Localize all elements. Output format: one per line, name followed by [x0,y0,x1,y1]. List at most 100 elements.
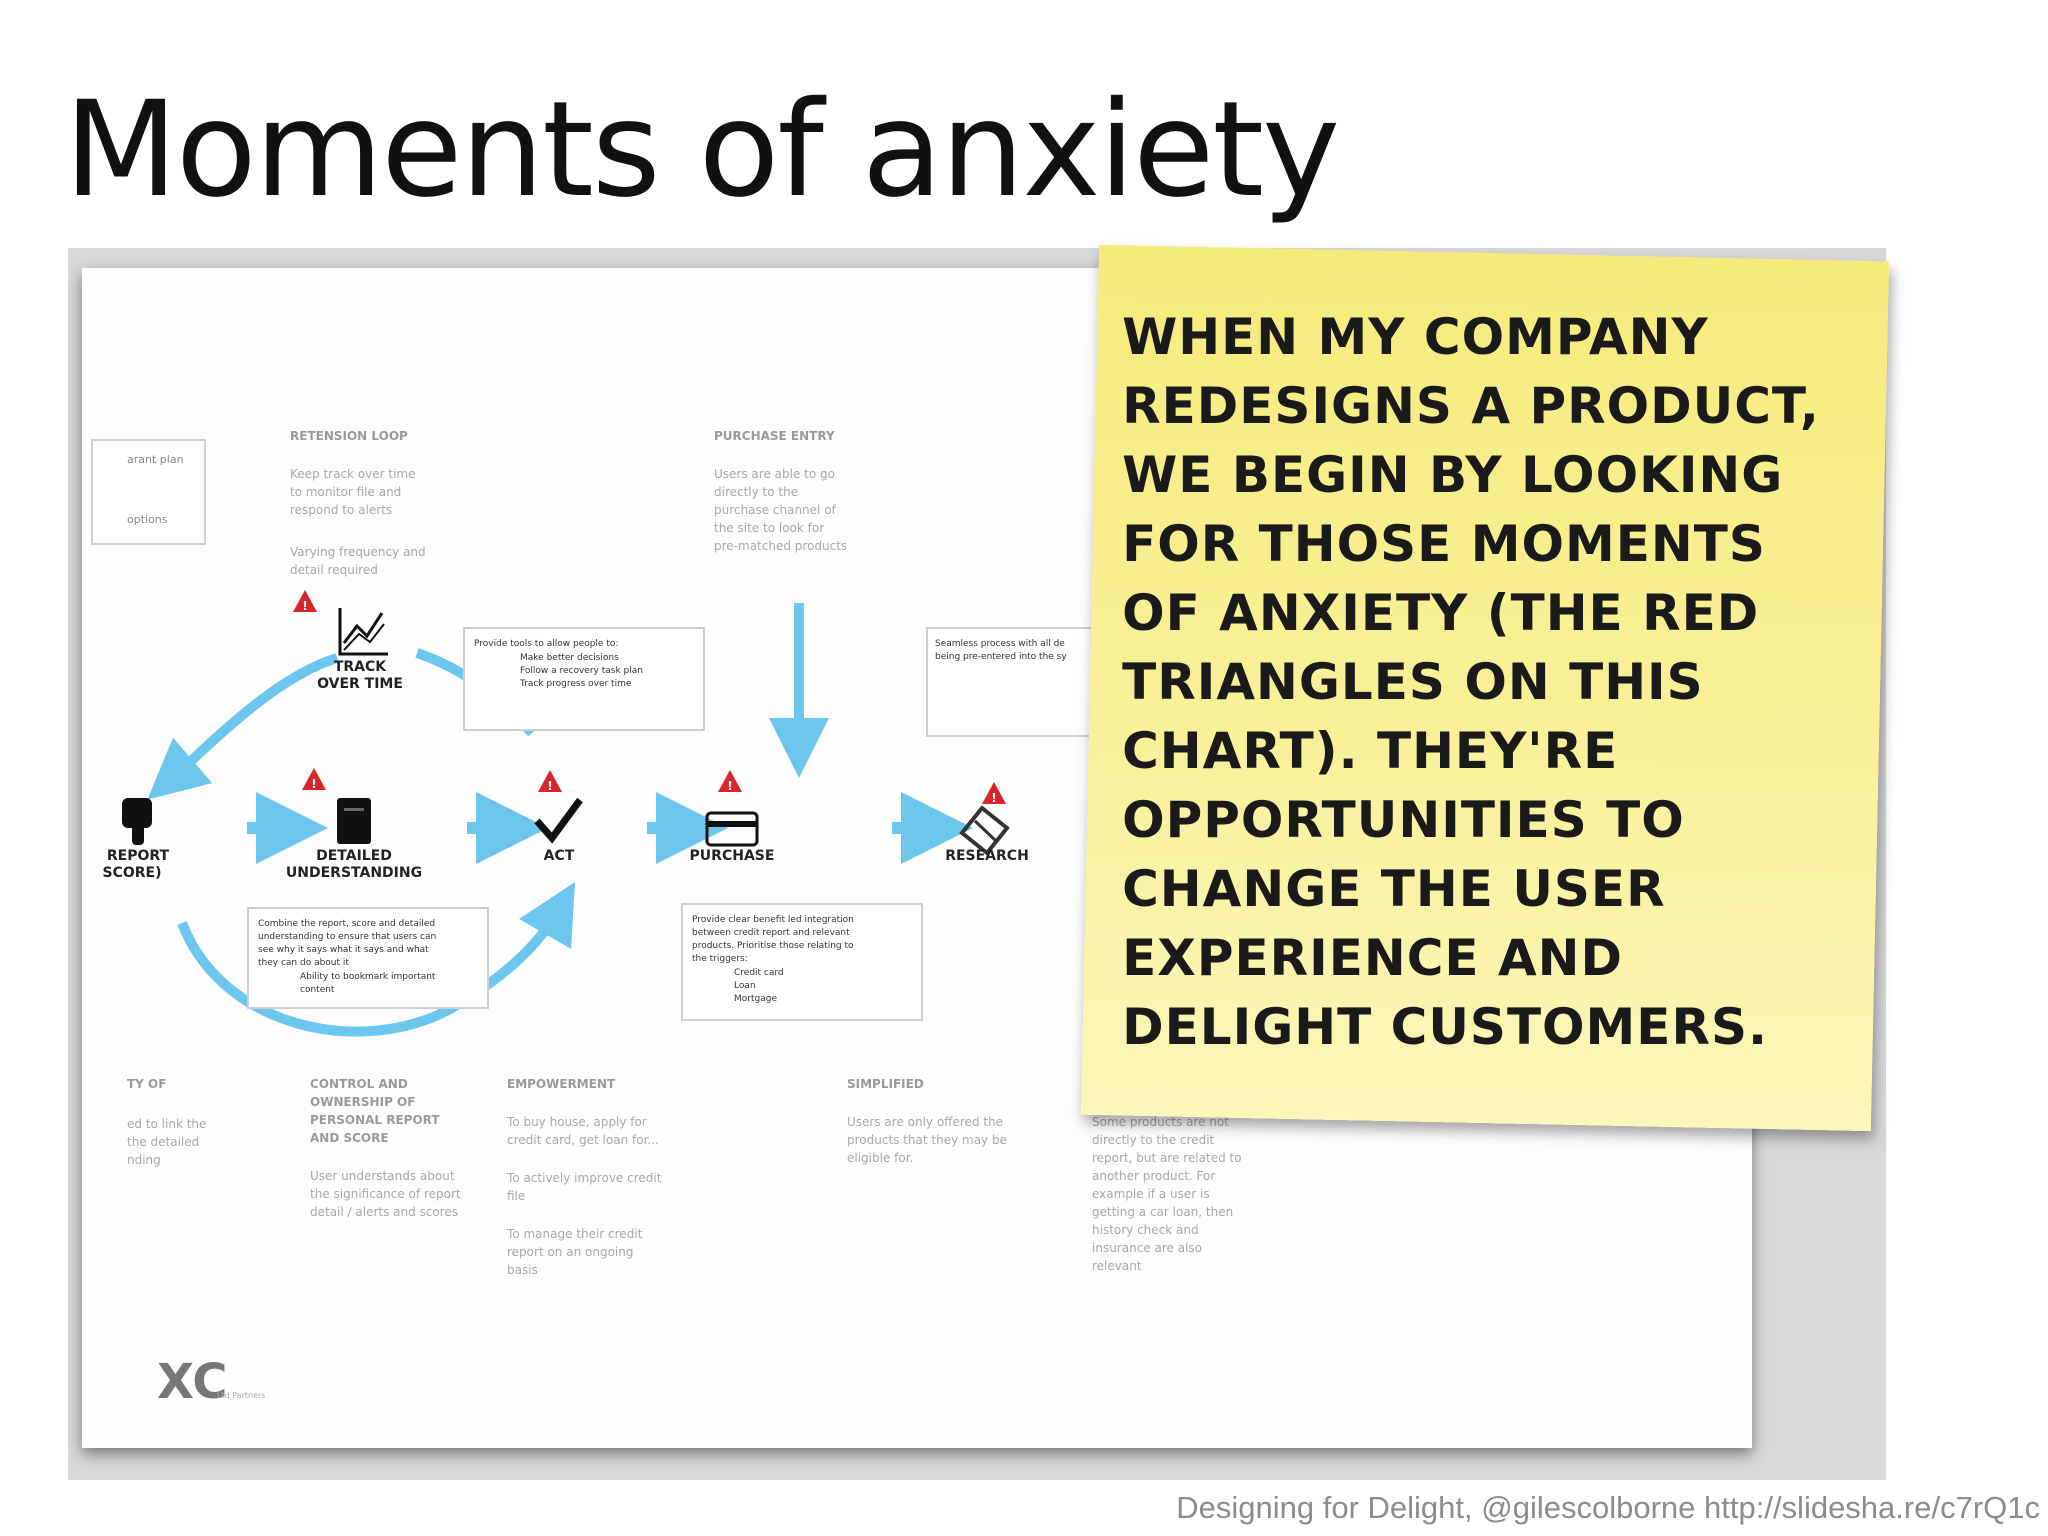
column-body: User understands about [310,1169,455,1183]
column-body: ed to link the [127,1117,206,1131]
callout-combine-text: Combine the report, score and detailed [258,919,435,929]
callout-left-text: arant plan [127,453,184,466]
warning-triangle-icon: ! [302,768,326,791]
warning-triangle-icon: ! [982,782,1006,805]
column-body: another product. For [1092,1169,1215,1183]
company-logo: XC Ltd Partners [157,1354,265,1410]
column-body: the significance of report [310,1187,461,1201]
column-body: To manage their credit [506,1227,643,1241]
column-heading: EMPOWERMENT [507,1077,616,1091]
column-body: products that they may be [847,1133,1007,1147]
column-heading: TY OF [127,1077,166,1091]
column-body: eligible for. [847,1151,913,1165]
column-heading: SIMPLIFIED [847,1077,924,1091]
warning-triangle-icon: ! [718,770,742,793]
callout-benefit-text: Loan [734,981,756,991]
stage-track-label: TRACK [334,659,387,675]
stage-track-label-2: OVER TIME [317,676,403,692]
purchase-entry-body: Users are able to go [714,467,835,481]
callout-tools-text: Follow a recovery task plan [520,666,643,676]
column-body: history check and [1092,1223,1199,1237]
column-body: credit card, get loan for... [507,1133,659,1147]
checkmark-icon [534,797,583,844]
callout-seamless-text: being pre-entered into the sy [935,652,1067,662]
svg-text:!: ! [311,777,316,791]
column-body: report, but are related to [1092,1151,1242,1165]
stage-purchase-label: PURCHASE [690,848,775,864]
stage-detailed-label: DETAILED [316,848,392,864]
column-body: basis [507,1263,538,1277]
callout-benefit-text: products. Prioritise those relating to [692,941,854,951]
column-body: getting a car loan, then [1092,1205,1233,1219]
callout-combine-text: content [300,985,335,995]
slide-title: Moments of anxiety [64,73,1340,227]
sticky-note-text: When my company redesigns a product, we … [1122,307,1820,1056]
callout-tools-text: Track progress over time [519,679,632,689]
callout-combine-text: see why it says what it says and what [258,945,429,955]
logo-mark: XC [157,1354,228,1410]
callout-tools [463,627,705,731]
column-heading: AND SCORE [310,1131,389,1145]
column-body: nding [127,1153,161,1167]
journey-diagram: ! ! ! ! ! TRACK OVER TIME RE [91,429,1242,1410]
callout-combine-text: they can do about it [258,958,349,968]
retension-body: detail required [290,563,378,577]
purchase-entry-body: the site to look for [714,521,824,535]
logo-sub: Ltd Partners [217,1391,265,1400]
stage-detailed-label-2: UNDERSTANDING [286,865,422,881]
callout-tools-text: Make better decisions [520,653,619,663]
callout-left [91,439,206,545]
purchase-entry-body: directly to the [714,485,798,499]
retension-body: to monitor file and [290,485,401,499]
callout-seamless-text: Seamless process with all de [935,639,1065,649]
stage-act-label: ACT [544,848,575,864]
book-icon [337,798,371,844]
column-body: the detailed [127,1135,199,1149]
thumbs-down-icon [122,798,152,845]
column-body: Some products are not [1092,1115,1229,1129]
stage-report-label: REPORT [107,848,170,864]
callout-combine-text: understanding to ensure that users can [258,932,436,942]
callout-combine-text: Ability to bookmark important [300,972,436,982]
callout-tools-text: Provide tools to allow people to: [474,639,618,649]
retension-body: Keep track over time [290,467,416,481]
retension-body: Varying frequency and [290,545,426,559]
retension-body: respond to alerts [290,503,392,517]
svg-text:!: ! [547,779,552,793]
column-heading: OWNERSHIP OF [310,1095,415,1109]
column-body: file [507,1189,525,1203]
loop-arrow-left [147,653,339,800]
warning-triangle-icon: ! [293,590,317,613]
column-body: directly to the credit [1092,1133,1215,1147]
column-body: detail / alerts and scores [310,1205,458,1219]
callout-seamless [926,627,1108,737]
purchase-entry-body: purchase channel of [714,503,837,517]
sticky-note: When my company redesigns a product, we … [1080,244,1890,1132]
slide-credit: Designing for Delight, @gilescolborne ht… [1176,1490,2040,1525]
svg-text:!: ! [302,599,307,613]
column-body: To buy house, apply for [506,1115,647,1129]
column-body: relevant [1092,1259,1142,1273]
purchase-entry-body: pre-matched products [714,539,847,553]
callout-benefit [681,903,923,1021]
svg-text:!: ! [727,779,732,793]
column-body: To actively improve credit [506,1171,662,1185]
column-body: example if a user is [1092,1187,1210,1201]
column-body: Users are only offered the [847,1115,1003,1129]
warning-triangle-icon: ! [538,770,562,793]
column-body: insurance are also [1092,1241,1202,1255]
callout-benefit-text: Credit card [734,968,784,978]
retension-heading: RETENSION LOOP [290,429,408,443]
column-heading: CONTROL AND [310,1077,408,1091]
column-heading: PERSONAL REPORT [310,1113,440,1127]
credit-card-icon [705,811,759,847]
purchase-entry-heading: PURCHASE ENTRY [714,429,835,443]
callout-benefit-text: between credit report and relevant [692,928,850,938]
callout-benefit-text: Mortgage [734,994,777,1004]
callout-combine [247,907,489,1009]
callout-benefit-text: the triggers: [692,954,748,964]
loop-arrow-bottom [177,881,575,1037]
chart-trend-icon [338,608,388,656]
stage-report-label-2: SCORE) [102,865,161,881]
callout-left-text: options [127,513,168,526]
